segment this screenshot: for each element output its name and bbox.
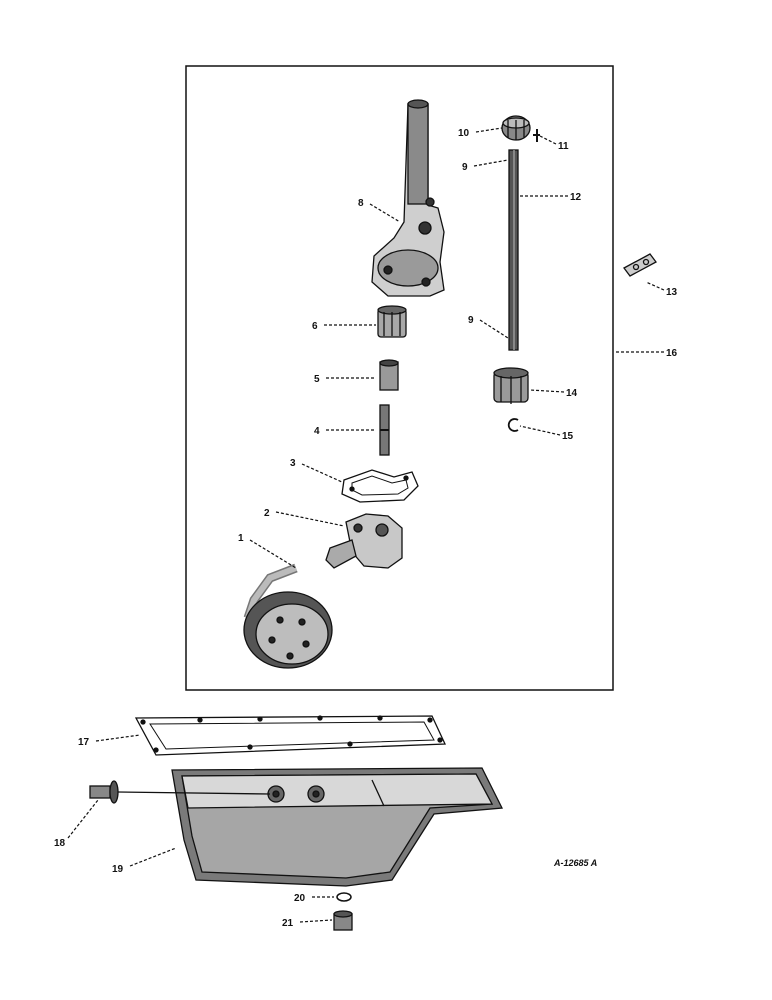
- oil-pan-gasket: [134, 715, 447, 756]
- oil-screen-float: [243, 563, 333, 669]
- drain-plug: [333, 910, 353, 931]
- callout-12: 12: [570, 192, 582, 203]
- callout-11: 11: [558, 141, 569, 152]
- idler-shaft: [379, 404, 390, 456]
- callout-2: 2: [264, 508, 270, 519]
- callout-4: 4: [314, 426, 320, 437]
- filler-plug: [89, 780, 271, 804]
- callout-1: 1: [238, 533, 244, 544]
- pump-cover: [325, 513, 403, 569]
- pump-cover-gasket: [341, 469, 419, 503]
- name-plate: [623, 253, 657, 277]
- callout-10: 10: [458, 128, 470, 139]
- gear-pin: [533, 129, 540, 142]
- callout-5: 5: [314, 374, 320, 385]
- callout-21: 21: [282, 918, 294, 929]
- callout-labels: 1 2 3 4 5 6 8 9 9 10 11 12 13 14 15 16 1…: [54, 128, 678, 929]
- callout-8: 8: [358, 198, 364, 209]
- callout-19: 19: [112, 864, 124, 875]
- drive-shaft: [508, 149, 519, 351]
- callout-15: 15: [562, 431, 574, 442]
- drive-gear-lower: [493, 367, 529, 404]
- callout-6: 6: [312, 321, 318, 332]
- callout-16: 16: [666, 348, 678, 359]
- snap-ring: [507, 418, 519, 432]
- drawing-reference: A-12685 A: [553, 858, 597, 868]
- bushing: [379, 359, 399, 391]
- callout-9-upper: 9: [462, 162, 468, 173]
- oil-pan: [171, 767, 504, 887]
- callout-17: 17: [78, 737, 90, 748]
- callout-20: 20: [294, 893, 306, 904]
- pump-assembly-frame: [185, 65, 614, 691]
- leader-lines: [67, 127, 665, 923]
- callout-18: 18: [54, 838, 66, 849]
- pump-body: [371, 99, 445, 297]
- drain-plug-washer: [336, 892, 352, 902]
- callout-3: 3: [290, 458, 296, 469]
- callout-13: 13: [666, 287, 678, 298]
- callout-9-lower: 9: [468, 315, 474, 326]
- idler-gear: [377, 305, 407, 338]
- drive-gear-upper: [501, 115, 531, 141]
- callout-14: 14: [566, 388, 578, 399]
